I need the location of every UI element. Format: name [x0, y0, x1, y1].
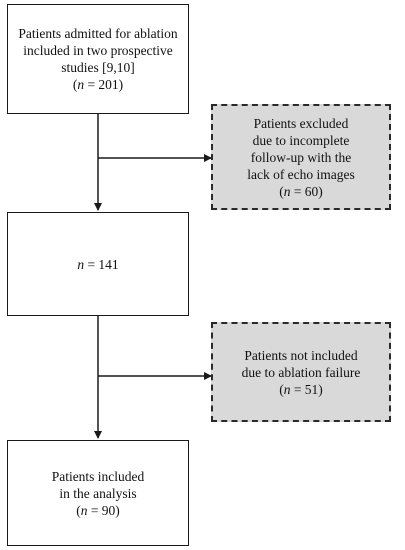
box-line: in the analysis	[52, 485, 145, 502]
box-line: due to ablation failure	[242, 364, 361, 381]
text-run: due to incomplete	[252, 132, 350, 148]
box-line: (n = 51)	[242, 381, 361, 398]
text-run: Patients excluded	[253, 115, 349, 131]
box-remaining-text: n = 141	[77, 256, 118, 273]
box-line: follow-up with the	[247, 149, 355, 166]
text-run: in the analysis	[59, 485, 137, 501]
box-analysis-text: Patients included in the analysis (n = 9…	[52, 468, 145, 519]
box-line: due to incomplete	[247, 132, 355, 149]
text-run: = 141	[84, 256, 119, 272]
text-run: Patients not included	[244, 347, 358, 363]
box-line: lack of echo images	[247, 166, 355, 183]
box-not-included-failure: Patients not included due to ablation fa…	[211, 322, 391, 422]
text-run: = 60)	[290, 183, 323, 199]
box-not-included-failure-text: Patients not included due to ablation fa…	[242, 347, 361, 398]
text-run: included in two prospective	[23, 43, 173, 58]
box-line: Patients admitted for ablation	[18, 25, 177, 42]
italic-n: n	[77, 256, 85, 272]
italic-n: n	[77, 77, 85, 92]
italic-n: n	[80, 502, 88, 518]
italic-n: n	[283, 381, 291, 397]
box-line: studies [9,10]	[18, 59, 177, 76]
text-run: Patients included	[51, 468, 145, 484]
text-run: = 51)	[290, 381, 323, 397]
text-run: follow-up with the	[250, 149, 352, 165]
text-run: (	[279, 381, 284, 397]
box-line: Patients not included	[242, 347, 361, 364]
box-line: included in two prospective	[18, 42, 177, 59]
box-line: (n = 60)	[247, 183, 355, 200]
box-admitted-text: Patients admitted for ablation included …	[18, 25, 177, 93]
text-run: = 90)	[87, 502, 120, 518]
text-run: lack of echo images	[247, 166, 355, 182]
box-remaining: n = 141	[7, 212, 189, 316]
box-analysis: Patients included in the analysis (n = 9…	[7, 440, 189, 546]
text-run: due to ablation failure	[241, 364, 361, 380]
text-run: Patients admitted for ablation	[18, 26, 178, 41]
box-excluded-followup-text: Patients excluded due to incomplete foll…	[247, 115, 355, 200]
italic-n: n	[283, 183, 291, 199]
box-admitted: Patients admitted for ablation included …	[7, 4, 189, 114]
box-line: n = 141	[77, 256, 118, 273]
box-excluded-followup: Patients excluded due to incomplete foll…	[211, 104, 391, 210]
text-run: studies [9,10]	[61, 60, 135, 75]
box-line: Patients excluded	[247, 115, 355, 132]
box-line: Patients included	[52, 468, 145, 485]
text-run: (	[76, 502, 81, 518]
text-run: = 201)	[84, 77, 124, 92]
box-line: (n = 90)	[52, 502, 145, 519]
text-run: (	[72, 77, 78, 92]
text-run: (	[279, 183, 284, 199]
box-line: (n = 201)	[18, 76, 177, 93]
